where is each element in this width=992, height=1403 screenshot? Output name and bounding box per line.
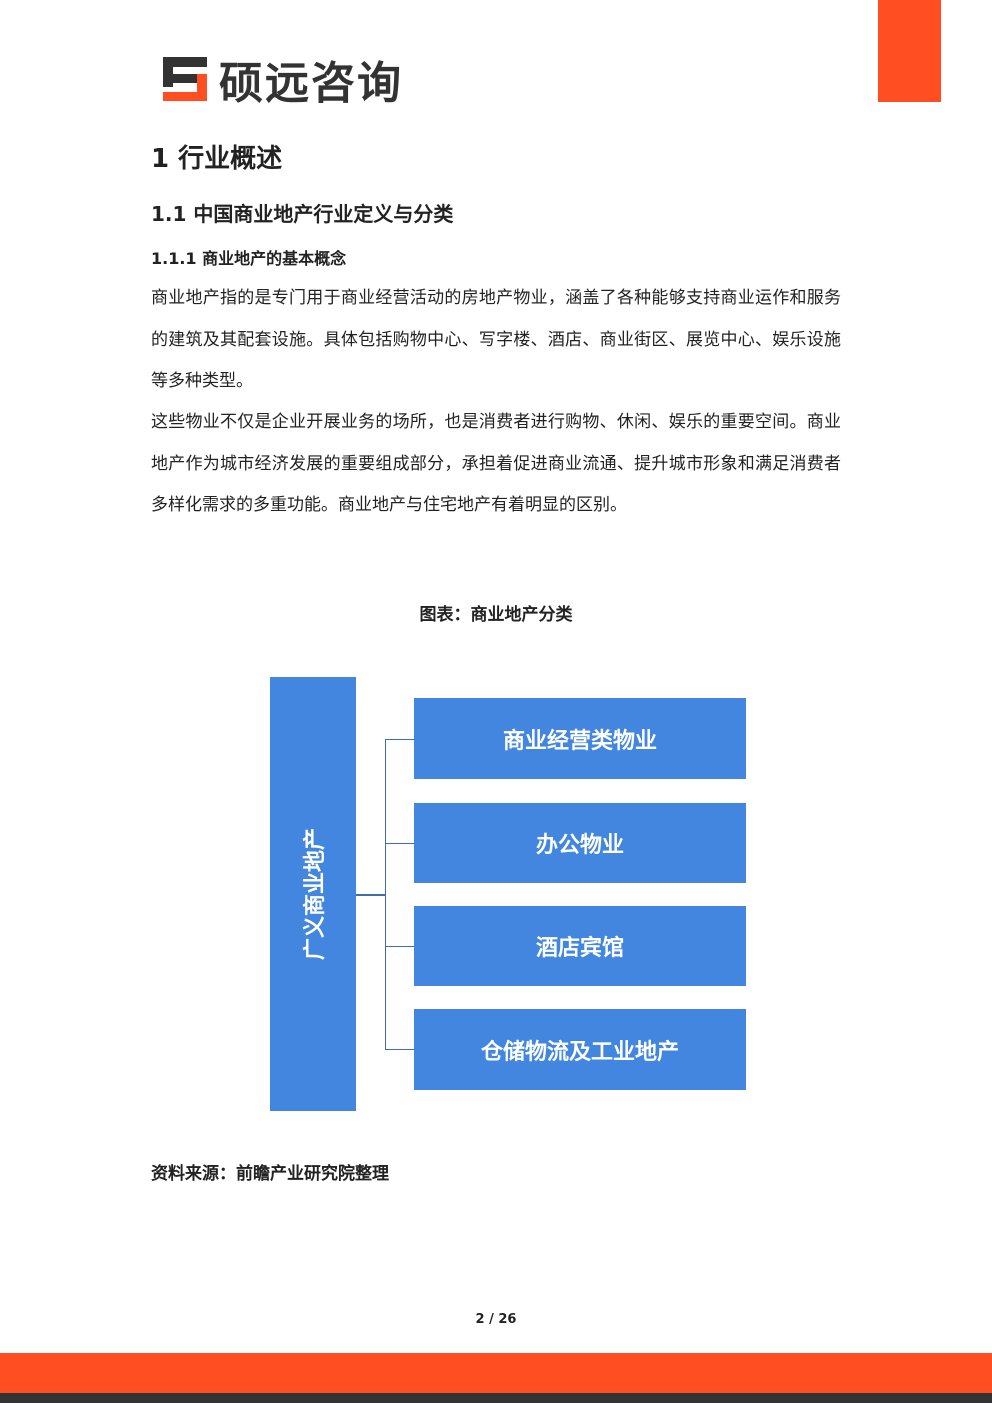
logo: 硕远咨询 <box>163 55 403 109</box>
paragraph: 这些物业不仅是企业开展业务的场所，也是消费者进行购物、休闲、娱乐的重要空间。商业… <box>151 412 841 515</box>
connector-line <box>385 1049 414 1050</box>
logo-icon <box>163 57 207 101</box>
diagram-child-node: 仓储物流及工业地产 <box>414 1009 746 1090</box>
diagram-child-node: 商业经营类物业 <box>414 698 746 779</box>
connector-line <box>385 946 414 947</box>
footer-bar-dark <box>0 1393 992 1403</box>
diagram-child-node: 酒店宾馆 <box>414 906 746 986</box>
connector-line <box>385 739 386 1050</box>
footer-bar <box>0 1353 992 1393</box>
paragraph: 商业地产指的是专门用于商业经营活动的房地产物业，涵盖了各种能够支持商业运作和服务… <box>151 288 841 391</box>
corner-accent <box>878 0 941 102</box>
diagram-child-node: 办公物业 <box>414 803 746 883</box>
connector-line <box>356 894 386 896</box>
diagram-root-node: 广义商业地产 <box>270 677 356 1111</box>
logo-text: 硕远咨询 <box>219 58 403 109</box>
figure-source: 资料来源：前瞻产业研究院整理 <box>151 1164 389 1184</box>
heading-1: 1 行业概述 <box>151 144 283 174</box>
page-number: 2 / 26 <box>475 1312 517 1327</box>
figure-caption: 图表：商业地产分类 <box>419 605 573 625</box>
root-label: 广义商业地产 <box>302 827 328 961</box>
connector-line <box>385 843 414 844</box>
connector-line <box>385 739 414 740</box>
heading-2: 1.1 中国商业地产行业定义与分类 <box>151 202 454 226</box>
heading-3: 1.1.1 商业地产的基本概念 <box>151 249 347 268</box>
